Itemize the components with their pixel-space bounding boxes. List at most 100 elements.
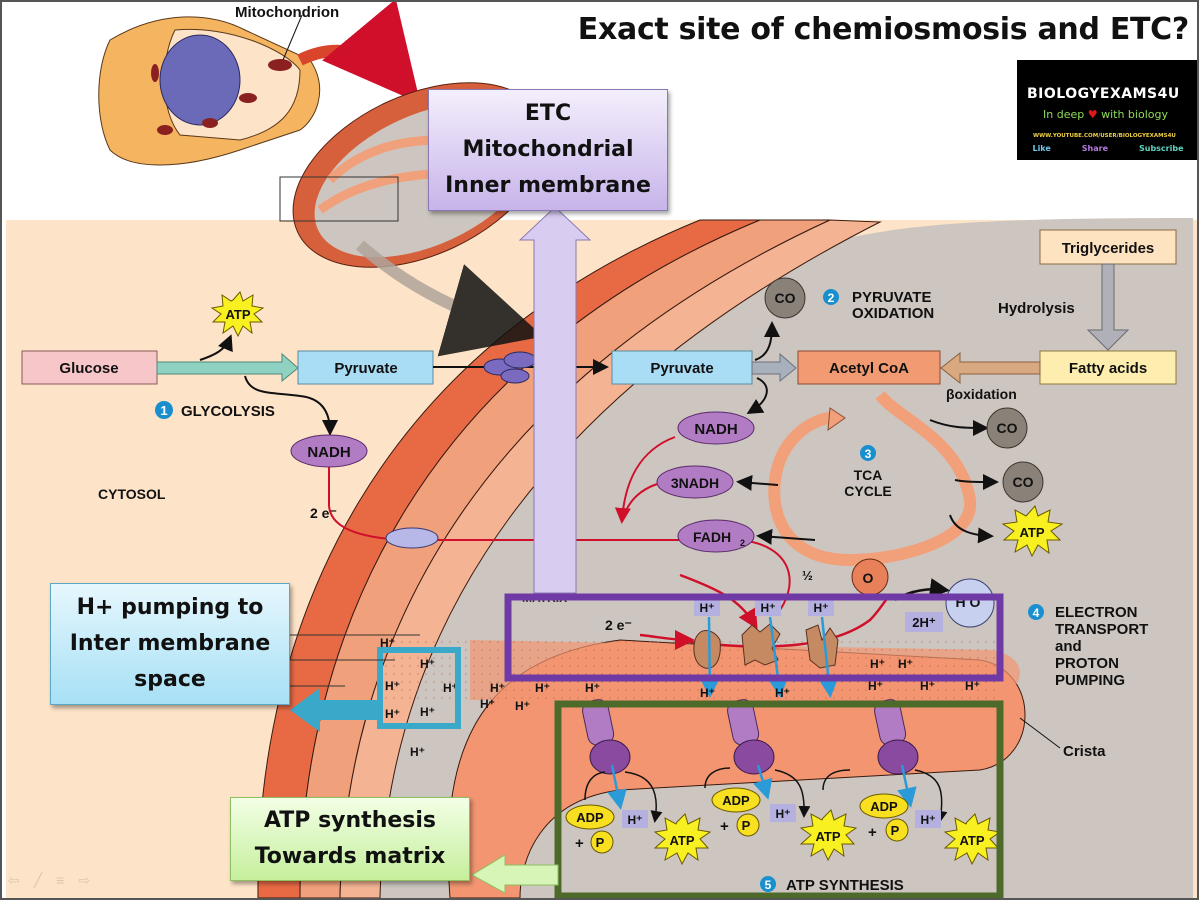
svg-text:2: 2 xyxy=(828,291,835,305)
like-link[interactable]: Like xyxy=(1032,144,1051,153)
svg-text:CO: CO xyxy=(1013,474,1034,490)
cell-illustration xyxy=(98,0,548,357)
svg-text:ADP: ADP xyxy=(576,810,604,825)
atp-synthesis-region: ADP + P H⁺ ADP + P H⁺ ADP + P H⁺ ATP ATP… xyxy=(565,699,1106,894)
svg-text:P: P xyxy=(742,818,751,833)
svg-text:TRANSPORT: TRANSPORT xyxy=(1055,621,1148,638)
intermembrane-highlight-box xyxy=(377,647,461,729)
shuttle-protein xyxy=(385,527,439,549)
svg-text:βoxidation: βoxidation xyxy=(946,386,1017,402)
svg-text:PYRUVATE: PYRUVATE xyxy=(852,289,931,306)
proton-label: H⁺ xyxy=(410,745,425,759)
step-badge-2 xyxy=(823,289,839,305)
nadh-matrix xyxy=(677,411,755,445)
svg-text:ADP: ADP xyxy=(870,799,898,814)
svg-text:2H⁺: 2H⁺ xyxy=(912,615,936,630)
heart-icon: ♥ xyxy=(1087,108,1098,121)
logo-brand: BIOLOGYEXAMS4U xyxy=(1027,86,1180,102)
proton-dots xyxy=(380,640,1000,700)
svg-text:CO: CO xyxy=(775,290,796,306)
crista-label: Crista xyxy=(1063,743,1106,760)
svg-text:ELECTRON: ELECTRON xyxy=(1055,604,1138,621)
svg-text:OXIDATION: OXIDATION xyxy=(852,305,934,322)
svg-text:P: P xyxy=(596,835,605,850)
prev-slide-icon[interactable]: ⇦ xyxy=(8,872,20,888)
step-label-glycolysis: GLYCOLYSIS xyxy=(181,403,275,420)
etc-up-arrow xyxy=(518,206,592,594)
svg-text:Pyruvate: Pyruvate xyxy=(650,360,713,377)
complex-3 xyxy=(741,623,781,666)
glycolysis-row: Glucose Pyruvate 1 GLYCOLYSIS NADH CYTOS… xyxy=(21,291,791,611)
svg-text:PROTON: PROTON xyxy=(1055,655,1119,672)
step-badge-1 xyxy=(155,401,173,419)
svg-text:3: 3 xyxy=(865,447,872,461)
svg-text:CO: CO xyxy=(997,420,1018,436)
svg-text:5: 5 xyxy=(765,878,772,892)
fatty-acids-box xyxy=(1039,350,1177,385)
intermembrane-protons: H⁺ H⁺ H⁺ H⁺ H⁺ H⁺ H⁺ H⁺ H⁺ H⁺ H⁺ H⁺ H⁺ H… xyxy=(380,636,980,759)
svg-text:ATP: ATP xyxy=(669,833,694,848)
glucose-box xyxy=(21,350,158,385)
svg-text:ATP: ATP xyxy=(225,307,250,322)
pyruvate-matrix-box xyxy=(611,350,753,385)
proton-label: H⁺ xyxy=(700,686,715,700)
proton-label: H⁺ xyxy=(965,679,980,693)
etc-callout: ETC Mitochondrial Inner membrane xyxy=(428,89,668,211)
slideshow-controls: ⇦ ╱ ≡ ⇨ xyxy=(8,872,90,889)
slide-title: Exact site of chemiosmosis and ETC? xyxy=(577,12,1190,47)
menu-icon[interactable]: ≡ xyxy=(56,872,65,888)
svg-text:ADP: ADP xyxy=(722,793,750,808)
glucose-label: Glucose xyxy=(59,360,118,377)
zoom-arrow xyxy=(297,0,421,104)
proton-label: H⁺ xyxy=(380,636,395,650)
svg-text:H⁺: H⁺ xyxy=(628,813,643,827)
svg-text:+: + xyxy=(575,835,584,852)
svg-text:H⁺: H⁺ xyxy=(776,807,791,821)
svg-text:1: 1 xyxy=(160,403,167,418)
acetyl-coa-box xyxy=(797,350,941,385)
logo-tagline: In deep ♥ with biology xyxy=(1043,108,1168,121)
atp-synthase-3 xyxy=(874,699,919,775)
proton-label: H⁺ xyxy=(775,686,790,700)
svg-text:H⁺: H⁺ xyxy=(921,813,936,827)
zoom-arrow-grey xyxy=(356,240,544,357)
svg-text:NADH: NADH xyxy=(694,421,737,438)
svg-text:NADH: NADH xyxy=(307,444,350,461)
proton-label: H⁺ xyxy=(585,681,600,695)
proton-label: H⁺ xyxy=(443,681,458,695)
proton-label: H⁺ xyxy=(480,697,495,711)
svg-text:2: 2 xyxy=(740,538,745,548)
fadh2 xyxy=(677,519,755,553)
pen-icon[interactable]: ╱ xyxy=(33,872,43,888)
proton-label: H⁺ xyxy=(868,679,883,693)
svg-text:H⁺: H⁺ xyxy=(761,601,776,615)
glycolysis-arrow xyxy=(156,352,299,383)
atp-star-tca: ATP xyxy=(1001,504,1064,558)
svg-text:P: P xyxy=(891,823,900,838)
svg-text:ATP: ATP xyxy=(959,833,984,848)
pyruvate-cytosol-box xyxy=(297,350,434,385)
proton-label: H⁺ xyxy=(870,657,885,671)
svg-text:PUMPING: PUMPING xyxy=(1055,672,1125,689)
svg-text:ATP: ATP xyxy=(1019,525,1044,540)
atp-left-arrow xyxy=(470,854,559,894)
channel-logo[interactable]: BIOLOGYEXAMS4U In deep ♥ with biology WW… xyxy=(1017,60,1199,160)
etc-region: ½ O H O 2H⁺ MATRIX 2 e⁻ H⁺ H⁺ H⁺ 4 ELECT… xyxy=(522,558,1148,698)
share-link[interactable]: Share xyxy=(1081,144,1109,153)
proton-label: H⁺ xyxy=(490,681,505,695)
hpump-left-arrow xyxy=(290,688,380,732)
proton-label: H⁺ xyxy=(535,681,550,695)
proton-label: H⁺ xyxy=(385,707,400,721)
svg-text:and: and xyxy=(1055,638,1082,655)
mitochondrion-label: Mitochondrion xyxy=(235,4,339,21)
subscribe-link[interactable]: Subscribe xyxy=(1138,144,1184,153)
svg-text:½: ½ xyxy=(802,568,813,583)
svg-text:ATP: ATP xyxy=(815,829,840,844)
h2o-bubble xyxy=(945,578,995,628)
svg-text:ATP SYNTHESIS: ATP SYNTHESIS xyxy=(786,877,904,894)
next-slide-icon[interactable]: ⇨ xyxy=(78,872,91,888)
etc-highlight-box xyxy=(504,593,1004,682)
svg-text:FADH: FADH xyxy=(693,529,731,545)
atp-star-glycolysis: ATP xyxy=(210,291,265,338)
